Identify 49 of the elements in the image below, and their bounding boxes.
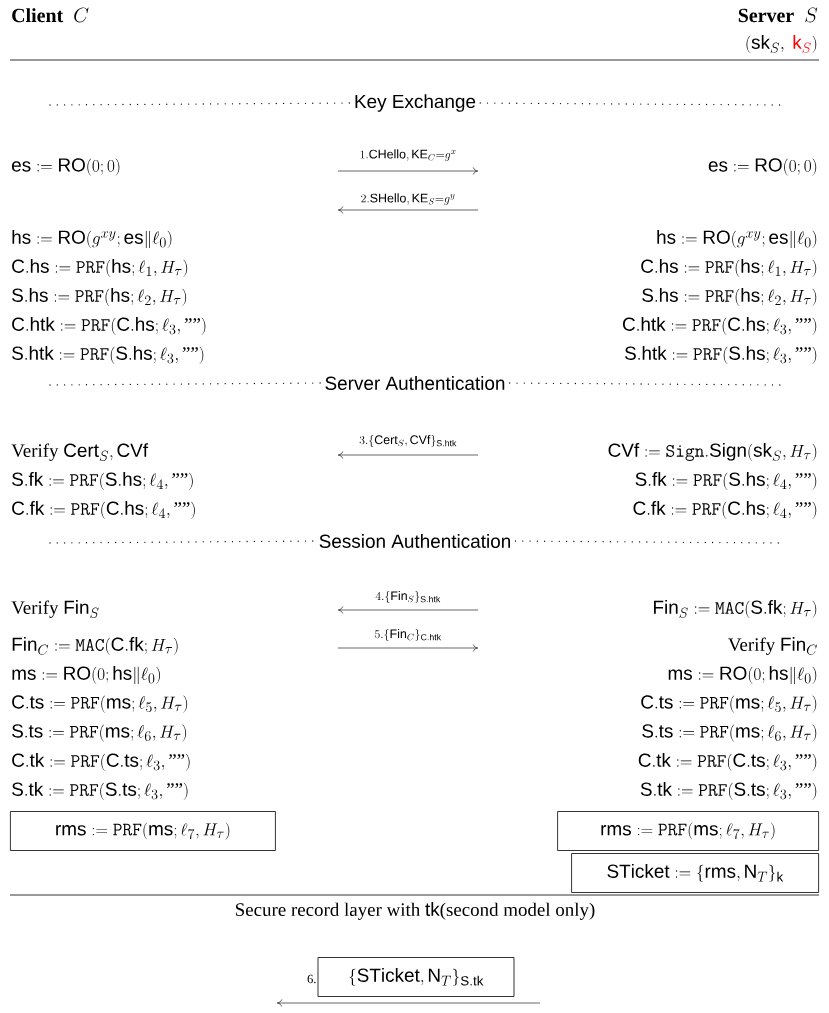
key-pair: $(\mathsf{sk}_S,\ \textcolor{red}{\mathsf{k}_S})$	[746, 35, 817, 54]
computation: $\mathsf{ms} := \mathsf{RO}(0;\mathsf{hs}\|\ell_0)$	[668, 666, 817, 685]
computation: $\mathsf{hs} := \mathsf{RO}(g^{xy};\mathsf{es}\|\ell_0)$	[12, 230, 172, 249]
computation: $\mathsf{S.fk} := \mathtt{PRF}(\mathsf{S.hs};\ell_4,\text{''''})$	[12, 472, 193, 491]
computation: $\mathsf{S.ts} := \mathtt{PRF}(\mathsf{ms};\ell_6,H_\tau)$	[642, 724, 817, 742]
computation: $\mathsf{C.htk} := \mathtt{PRF}(\mathsf{C.hs};\ell_3,\text{''''})$	[12, 317, 206, 336]
computation: $\mathsf{Fin}_S := \mathtt{MAC}(\mathsf{S.fk};H_\tau)$	[654, 600, 817, 619]
computation: $\mathsf{S.fk} := \mathtt{PRF}(\mathsf{S.hs};\ell_4,\text{''''})$	[635, 472, 817, 491]
computation: $\mathsf{Fin}_C := \mathtt{MAC}(\mathsf{C.fk};H_\tau)$	[12, 637, 178, 656]
computation: $\mathsf{es} := \mathsf{RO}(0;0)$	[12, 158, 120, 176]
computation: $\mathsf{S.htk} := \mathtt{PRF}(\mathsf{S.hs};\ell_3,\text{''''})$	[625, 346, 817, 365]
message-label: $3.\{\mathsf{Cert}_S,\mathsf{CVf}\}_{\mathsf{S.htk}}$	[359, 435, 457, 447]
computation: $\mathsf{C.htk} := \mathtt{PRF}(\mathsf{C.hs};\ell_3,\text{''''})$	[623, 317, 817, 336]
computation: $\mathsf{es} := \mathsf{RO}(0;0)$	[708, 158, 817, 176]
highlight-box: $\mathsf{STicket} := \{\mathsf{rms},\mathsf{N}_T\}_{\mathsf{k}}$	[571, 853, 819, 893]
computation: $\mathsf{hs} := \mathsf{RO}(g^{xy};\mathsf{es}\|\ell_0)$	[657, 230, 817, 249]
computation: $\mathsf{S.ts} := \mathtt{PRF}(\mathsf{ms};\ell_6,H_\tau)$	[12, 724, 187, 742]
computation: $\mathsf{S.htk} := \mathtt{PRF}(\mathsf{S.hs};\ell_3,\text{''''})$	[12, 346, 204, 365]
computation: $\mathsf{S.hs} := \mathtt{PRF}(\mathsf{hs};\ell_2,H_\tau)$	[12, 288, 187, 307]
section-heading: Server Authentication	[325, 376, 505, 390]
computation: $\text{Verify }\mathsf{Fin}_S$	[11, 600, 99, 618]
highlight-box: $\mathsf{rms} := \mathtt{PRF}(\mathsf{ms};\ell_7,H_\tau)$	[557, 811, 819, 851]
highlight-box: $\mathsf{rms} := \mathtt{PRF}(\mathsf{ms};\ell_7,H_\tau)$	[10, 811, 276, 851]
computation: $\text{Verify }\mathsf{Cert}_S,\mathsf{CVf}$	[11, 443, 149, 461]
section-heading: Session Authentication	[319, 534, 510, 548]
section-heading: Key Exchange	[355, 94, 476, 112]
computation: $\mathsf{ms} := \mathsf{RO}(0;\mathsf{hs}\|\ell_0)$	[12, 666, 160, 685]
highlight-box: $\{\mathsf{STicket},\mathsf{N}_T\}_{\mathsf{S.tk}}$	[317, 957, 515, 997]
computation: $\mathsf{C.hs} := \mathtt{PRF}(\mathsf{hs};\ell_1,H_\tau)$	[641, 259, 817, 278]
message-label: $1.\mathsf{CHello},\mathsf{KE}_C{=}g^x$	[360, 149, 456, 161]
computation: $\mathsf{S.hs} := \mathtt{PRF}(\mathsf{hs};\ell_2,H_\tau)$	[642, 288, 817, 307]
column-heading: $\textbf{Server}\ \ S$	[738, 7, 818, 23]
computation: $\mathsf{C.fk} := \mathtt{PRF}(\mathsf{C.hs};\ell_4,\text{''''})$	[633, 501, 817, 520]
computation: $\mathsf{CVf} := \mathtt{Sign}.\mathsf{Sign}(\mathsf{sk}_S,H_\tau)$	[608, 443, 817, 462]
computation: $\mathsf{C.ts} := \mathtt{PRF}(\mathsf{ms};\ell_5,H_\tau)$	[641, 695, 817, 713]
message-label: $2.\mathsf{SHello},\mathsf{KE}_S{=}g^y$	[361, 193, 455, 205]
message-number: 6.	[307, 974, 316, 984]
column-heading: $\textbf{Client}\ \ C$	[12, 7, 89, 23]
message-label: $5.\{\mathsf{Fin}_C\}_{\mathsf{C.htk}}$	[375, 629, 442, 641]
computation: $\mathsf{C.ts} := \mathtt{PRF}(\mathsf{ms};\ell_5,H_\tau)$	[12, 695, 188, 713]
computation: $\mathsf{C.fk} := \mathtt{PRF}(\mathsf{C.hs};\ell_4,\text{''''})$	[12, 501, 195, 520]
computation: $\mathsf{C.hs} := \mathtt{PRF}(\mathsf{hs};\ell_1,H_\tau)$	[12, 259, 188, 278]
message-label: $4.\{\mathsf{Fin}_S\}_{\mathsf{S.htk}}$	[375, 591, 441, 603]
computation: $\text{Verify }\mathsf{Fin}_C$	[728, 637, 817, 655]
computation: $\mathsf{C.tk} := \mathtt{PRF}(\mathsf{C.ts};\ell_3,\text{''''})$	[12, 753, 190, 772]
computation: $\mathsf{S.tk} := \mathtt{PRF}(\mathsf{S.ts};\ell_3,\text{''''})$	[12, 782, 188, 801]
computation: $\mathsf{S.tk} := \mathtt{PRF}(\mathsf{S.ts};\ell_3,\text{''''})$	[640, 782, 817, 801]
computation: $\mathsf{C.tk} := \mathtt{PRF}(\mathsf{C.ts};\ell_3,\text{''''})$	[638, 753, 817, 772]
caption: $\text{Secure record layer with }\mathsf{tk}\text{(second model only)}$	[235, 902, 595, 920]
